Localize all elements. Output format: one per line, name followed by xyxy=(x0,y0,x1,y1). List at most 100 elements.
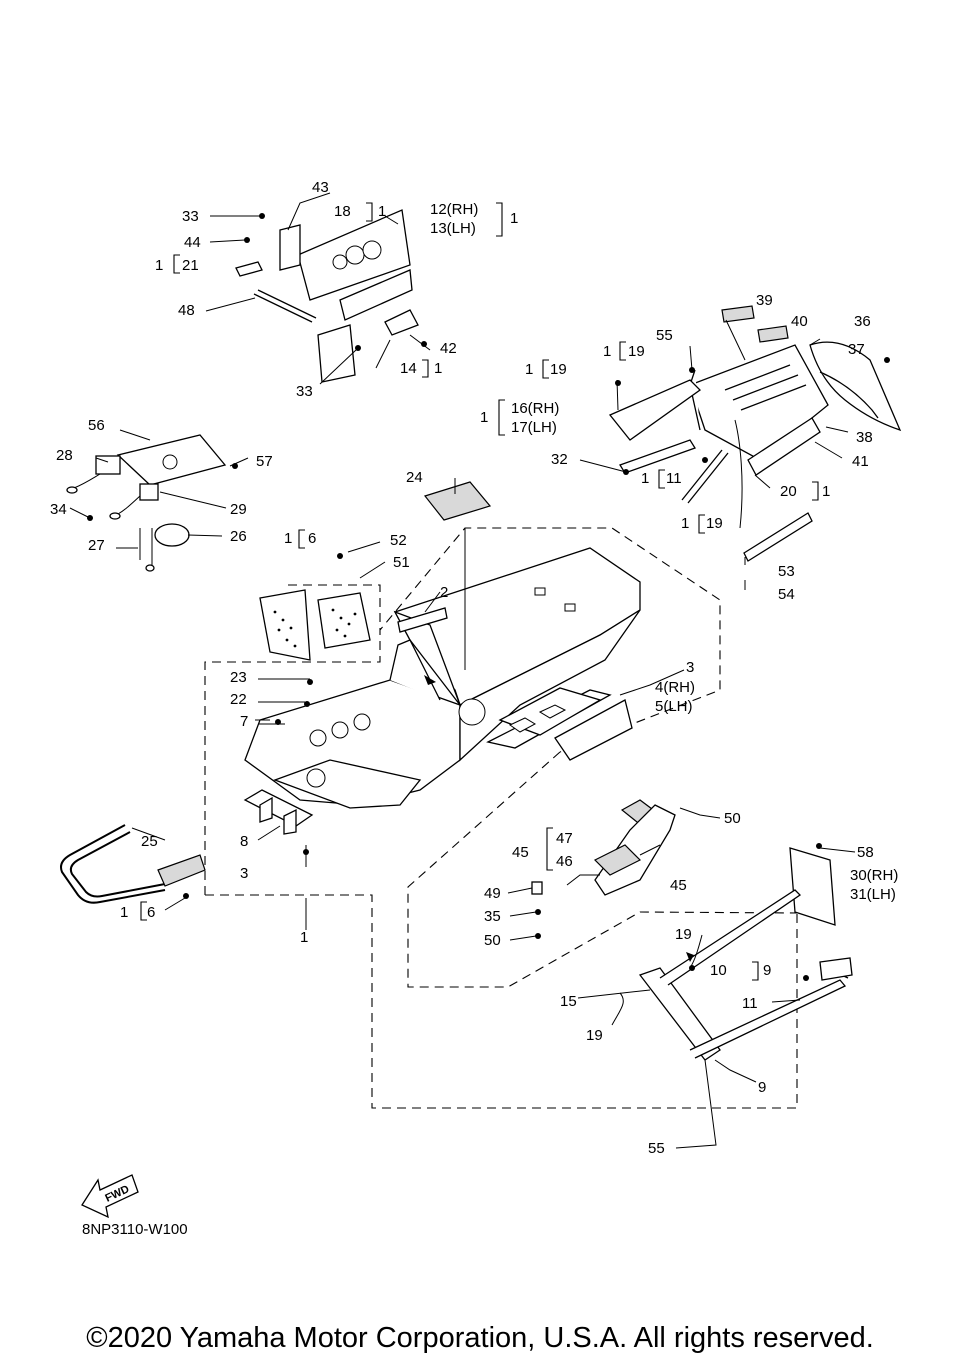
callout-12rh: 12(RH) xyxy=(430,201,478,218)
callout-19-d: 19 xyxy=(675,926,692,943)
fasteners xyxy=(87,213,890,981)
bracket-30-31 xyxy=(789,847,853,981)
callout-44: 44 xyxy=(184,234,201,251)
electrical-parts xyxy=(66,434,227,572)
callout-52: 52 xyxy=(390,532,407,549)
callout-6-bottom: 6 xyxy=(147,904,155,921)
callout-5lh: 5(LH) xyxy=(655,698,693,715)
callout-15: 15 xyxy=(560,993,577,1010)
callout-14: 14 xyxy=(400,360,417,377)
callout-55-bottom: 55 xyxy=(648,1140,665,1157)
callout-31lh: 31(LH) xyxy=(850,886,896,903)
callout-29: 29 xyxy=(230,501,247,518)
callout-33-bottom: 33 xyxy=(296,383,313,400)
qty-20: 1 xyxy=(822,483,830,500)
callout-24: 24 xyxy=(406,469,423,486)
callout-34: 34 xyxy=(50,501,67,518)
qty-12: 1 xyxy=(510,210,518,227)
frame-group-outline-bottom xyxy=(205,894,798,1109)
callout-4rh: 4(RH) xyxy=(655,679,695,696)
qty-11-top: 1 xyxy=(641,470,649,487)
callout-41: 41 xyxy=(852,453,869,470)
callout-53: 53 xyxy=(778,563,795,580)
callout-19-b: 19 xyxy=(550,361,567,378)
callout-27: 27 xyxy=(88,537,105,554)
callout-39: 39 xyxy=(756,292,773,309)
callout-7: 7 xyxy=(240,713,248,730)
callout-38: 38 xyxy=(856,429,873,446)
callout-45-left: 45 xyxy=(512,844,529,861)
bulkhead-assembly xyxy=(235,209,419,383)
callout-25: 25 xyxy=(141,833,158,850)
figure-code: 8NP3110-W100 xyxy=(82,1221,188,1238)
bracket-8 xyxy=(243,789,314,835)
callout-32: 32 xyxy=(551,451,568,468)
callout-48: 48 xyxy=(178,302,195,319)
seat-group-outline xyxy=(288,584,381,630)
qty-16: 1 xyxy=(480,409,488,426)
callout-50-bottom: 50 xyxy=(484,932,501,949)
callout-20: 20 xyxy=(780,483,797,500)
rack-assembly xyxy=(608,305,829,562)
callout-19-a: 19 xyxy=(628,343,645,360)
qty-21: 1 xyxy=(155,257,163,274)
callout-2: 2 xyxy=(440,584,448,601)
callout-30rh: 30(RH) xyxy=(850,867,898,884)
callout-33-top: 33 xyxy=(182,208,199,225)
leader-lines xyxy=(69,192,856,1149)
step-group-outline xyxy=(407,751,798,988)
callout-56: 56 xyxy=(88,417,105,434)
main-frame xyxy=(244,547,641,809)
callout-47: 47 xyxy=(556,830,573,847)
callout-9-bottom: 9 xyxy=(758,1079,766,1096)
callout-19-e: 19 xyxy=(586,1027,603,1044)
callout-57: 57 xyxy=(256,453,273,470)
front-bumper xyxy=(60,824,206,904)
callout-42: 42 xyxy=(440,340,457,357)
callout-54: 54 xyxy=(778,586,795,603)
callout-19-c: 19 xyxy=(706,515,723,532)
qty-18: 1 xyxy=(378,203,386,220)
qty-14: 1 xyxy=(434,360,442,377)
callout-3-right: 3 xyxy=(686,659,694,676)
callout-16rh: 16(RH) xyxy=(511,400,559,417)
seat-rail-parts xyxy=(259,589,371,661)
callout-50-top: 50 xyxy=(724,810,741,827)
callout-3-left: 3 xyxy=(240,865,248,882)
callout-49: 49 xyxy=(484,885,501,902)
callout-37: 37 xyxy=(848,341,865,358)
callout-1: 1 xyxy=(300,929,308,946)
callout-26: 26 xyxy=(230,528,247,545)
callout-28: 28 xyxy=(56,447,73,464)
qty-19-b: 1 xyxy=(525,361,533,378)
callout-43: 43 xyxy=(312,179,329,196)
callout-23: 23 xyxy=(230,669,247,686)
callout-21: 21 xyxy=(182,257,199,274)
callout-45-right: 45 xyxy=(670,877,687,894)
callout-10: 10 xyxy=(710,962,727,979)
rear-fender xyxy=(809,341,902,432)
qty-6-top: 1 xyxy=(284,530,292,547)
callout-9-top: 9 xyxy=(763,962,771,979)
callout-labels: 43 33 18 1 12(RH) 13(LH) 1 44 1 21 48 42… xyxy=(50,179,898,1157)
forward-arrow-icon: FWD xyxy=(81,1174,139,1219)
qty-19-a: 1 xyxy=(603,343,611,360)
callout-35: 35 xyxy=(484,908,501,925)
footrest-assembly xyxy=(531,799,676,896)
callout-40: 40 xyxy=(791,313,808,330)
callout-58: 58 xyxy=(857,844,874,861)
callout-17lh: 17(LH) xyxy=(511,419,557,436)
callout-18: 18 xyxy=(334,203,351,220)
callout-13lh: 13(LH) xyxy=(430,220,476,237)
callout-11-bottom: 11 xyxy=(742,995,758,1012)
skid-plates xyxy=(486,687,633,761)
callout-11-top: 11 xyxy=(666,470,682,487)
qty-brackets xyxy=(140,202,819,981)
callout-55-top: 55 xyxy=(656,327,673,344)
pad-24 xyxy=(423,481,492,521)
callout-6-top: 6 xyxy=(308,530,316,547)
copyright-notice: ©2020 Yamaha Motor Corporation, U.S.A. A… xyxy=(86,1322,874,1354)
callout-46: 46 xyxy=(556,853,573,870)
step-frame xyxy=(638,889,847,1061)
